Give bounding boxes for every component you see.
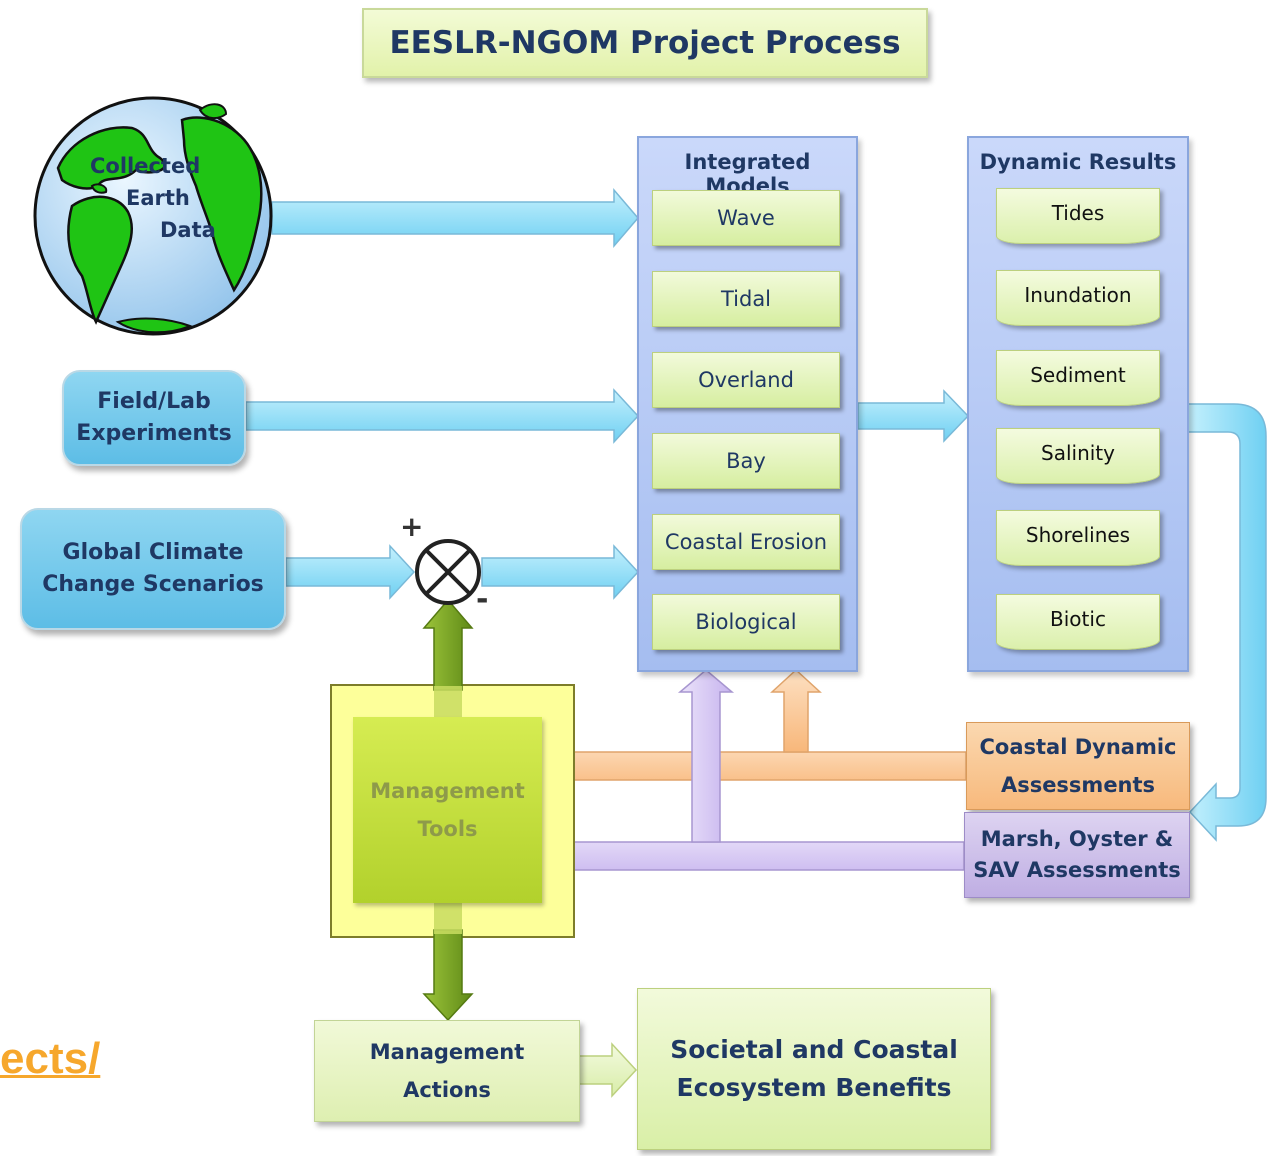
model-wave: Wave <box>652 190 840 246</box>
earth-data-label-line3: Data <box>160 218 216 242</box>
management-tools-line2: Tools <box>417 817 478 841</box>
integrated-models-title: Integrated Models <box>684 150 811 198</box>
benefits-line1: Societal and Coastal <box>670 1035 958 1064</box>
coastal-assess-line2: Assessments <box>1000 773 1156 797</box>
societal-ecosystem-benefits-box: Societal and Coastal Ecosystem Benefits <box>637 988 991 1150</box>
model-coastal-erosion: Coastal Erosion <box>652 514 840 570</box>
junction-minus-sign: - <box>476 582 489 617</box>
earth-globe-icon <box>33 96 273 336</box>
arrow-results-to-assessments <box>1187 403 1267 842</box>
result-tides: Tides <box>996 188 1160 244</box>
management-actions-line2: Actions <box>403 1078 491 1102</box>
field-lab-line2: Experiments <box>76 421 232 446</box>
summing-junction <box>415 539 481 605</box>
earth-data-label-line2: Earth <box>126 186 190 210</box>
field-lab-experiments-box: Field/Lab Experiments <box>62 370 246 466</box>
management-actions-box: Management Actions <box>314 1020 580 1122</box>
marsh-oyster-sav-assessments-box: Marsh, Oyster & SAV Assessments <box>964 812 1190 898</box>
arrow-models-to-results <box>857 389 970 443</box>
arrow-coastal-to-models <box>770 668 822 753</box>
result-sediment: Sediment <box>996 350 1160 406</box>
result-biotic: Biotic <box>996 594 1160 650</box>
earth-data-label-line1: Collected <box>90 154 201 178</box>
marsh-assess-line2: SAV Assessments <box>973 858 1181 882</box>
model-bay: Bay <box>652 433 840 489</box>
management-tools-line1: Management <box>370 779 525 803</box>
management-actions-line1: Management <box>369 1040 525 1064</box>
model-tidal: Tidal <box>652 271 840 327</box>
arrow-coastal-to-tools <box>540 738 967 794</box>
benefits-line2: Ecosystem Benefits <box>676 1073 952 1102</box>
dynamic-results-title: Dynamic Results <box>979 150 1177 174</box>
model-biological: Biological <box>652 594 840 650</box>
result-salinity: Salinity <box>996 428 1160 484</box>
arrow-marsh-to-tools <box>540 828 965 884</box>
arrow-junction-to-models <box>481 544 640 600</box>
projects-link-fragment[interactable]: ects/ <box>0 1034 101 1083</box>
climate-scenarios-box: Global Climate Change Scenarios <box>20 508 286 630</box>
arrow-earth-to-models <box>271 187 639 249</box>
arrow-tools-to-junction <box>422 598 474 691</box>
arrow-tools-to-actions <box>422 929 474 1022</box>
marsh-assess-line1: Marsh, Oyster & <box>980 827 1174 851</box>
coastal-assess-line1: Coastal Dynamic <box>979 735 1177 759</box>
result-inundation: Inundation <box>996 270 1160 326</box>
field-lab-line1: Field/Lab <box>97 389 211 414</box>
model-overland: Overland <box>652 352 840 408</box>
arrow-marsh-to-models <box>677 669 735 843</box>
management-tools-box: Management Tools <box>353 717 542 903</box>
arrow-climate-to-junction <box>285 544 416 600</box>
climate-line1: Global Climate <box>62 540 244 565</box>
result-shorelines: Shorelines <box>996 510 1160 566</box>
arrow-field-to-models <box>245 388 640 444</box>
climate-line2: Change Scenarios <box>42 572 264 597</box>
diagram-title: EESLR-NGOM Project Process <box>362 8 928 78</box>
coastal-dynamic-assessments-box: Coastal Dynamic Assessments <box>966 722 1190 810</box>
junction-plus-sign: + <box>400 510 424 543</box>
arrow-actions-to-benefits <box>577 1042 638 1098</box>
